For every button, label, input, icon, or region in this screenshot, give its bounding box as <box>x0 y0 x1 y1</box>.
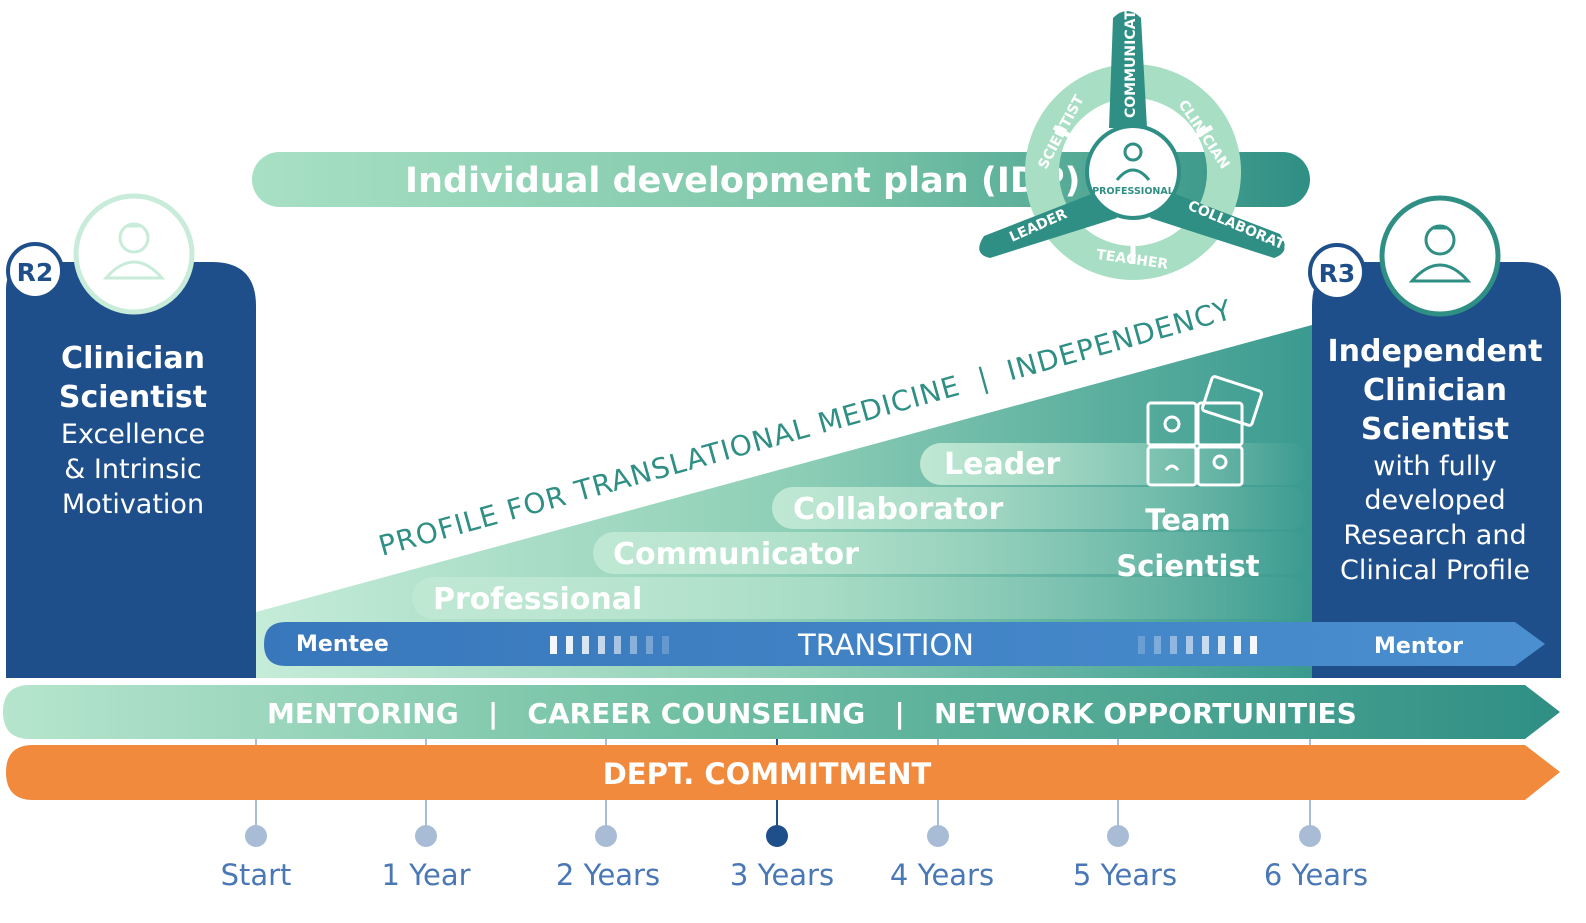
timeline-label-2: 2 Years <box>556 858 660 892</box>
puzzle-icon <box>1146 375 1264 487</box>
transition-bar: Mentee TRANSITION Mentor <box>264 622 1545 666</box>
step-professional-band <box>412 577 1312 619</box>
left-line-1: Excellence <box>61 419 205 450</box>
timeline-dots <box>245 825 1321 847</box>
step-leader: Leader <box>944 447 1061 482</box>
ramp-steps <box>412 443 1312 619</box>
team-line-2: Scientist <box>1116 549 1259 583</box>
left-panel: R2 Clinician Scientist Excellence & Intr… <box>6 193 256 678</box>
left-title-1: Clinician <box>61 341 205 376</box>
timeline-label-start: Start <box>221 858 292 892</box>
doctor-icon <box>102 222 166 280</box>
timeline-label-4: 4 Years <box>890 858 994 892</box>
timeline-label-5: 5 Years <box>1073 858 1177 892</box>
left-avatar-circle <box>73 193 195 315</box>
step-leader-band <box>920 443 1310 485</box>
transition-right: Mentor <box>1374 634 1463 659</box>
dot-3 <box>766 825 788 847</box>
timeline-label-3: 3 Years <box>730 858 834 892</box>
step-collaborator-band <box>772 487 1312 529</box>
right-title-2: Clinician <box>1363 373 1507 408</box>
right-line-4: Clinical Profile <box>1340 555 1530 586</box>
badge-r2: R2 <box>17 258 54 287</box>
support-bar: MENTORING | CAREER COUNSELING | NETWORK … <box>3 685 1560 739</box>
wheel-center: PROFESSIONAL <box>1092 186 1174 197</box>
role-communicator: COMMUNICATOR <box>1123 0 1139 118</box>
right-line-2: developed <box>1364 485 1505 516</box>
right-title-3: Scientist <box>1361 412 1509 447</box>
blade-communicator <box>1109 11 1147 128</box>
roles-wheel: PROFESSIONAL COMMUNICATOR SCIENTIST CLIN… <box>979 0 1308 280</box>
blade-leader <box>979 188 1117 258</box>
right-line-3: Research and <box>1343 520 1526 551</box>
left-line-2: & Intrinsic <box>64 454 201 485</box>
step-collaborator: Collaborator <box>793 492 1004 527</box>
badge-r3: R3 <box>1319 259 1356 288</box>
commitment-label: DEPT. COMMITMENT <box>603 757 932 791</box>
commitment-bar: DEPT. COMMITMENT <box>6 745 1560 800</box>
step-professional: Professional <box>433 582 642 617</box>
dot-1 <box>415 825 437 847</box>
blade-collaborator <box>1150 188 1285 258</box>
doctor-icon-right <box>1408 224 1472 283</box>
idp-title: Individual development plan (IDP) <box>405 161 1081 201</box>
timeline-label-6: 6 Years <box>1264 858 1368 892</box>
professional-icon <box>1115 142 1151 181</box>
right-avatar-circle <box>1379 195 1501 317</box>
support-label: MENTORING | CAREER COUNSELING | NETWORK … <box>267 697 1357 730</box>
dot-start <box>245 825 267 847</box>
dot-5 <box>1107 825 1129 847</box>
right-line-1: with fully <box>1373 451 1496 482</box>
left-line-3: Motivation <box>62 489 204 520</box>
team-line-1: Team <box>1145 503 1230 537</box>
left-title-2: Scientist <box>59 380 207 415</box>
step-communicator: Communicator <box>613 537 859 572</box>
dot-4 <box>927 825 949 847</box>
dot-6 <box>1299 825 1321 847</box>
right-panel: R3 Independent Clinician Scientist with … <box>1308 195 1561 678</box>
step-communicator-band <box>593 532 1312 574</box>
dot-2 <box>595 825 617 847</box>
transition-left: Mentee <box>296 632 389 657</box>
transition-center: TRANSITION <box>797 628 974 662</box>
right-title-1: Independent <box>1327 334 1542 369</box>
timeline-label-1: 1 Year <box>381 858 470 892</box>
